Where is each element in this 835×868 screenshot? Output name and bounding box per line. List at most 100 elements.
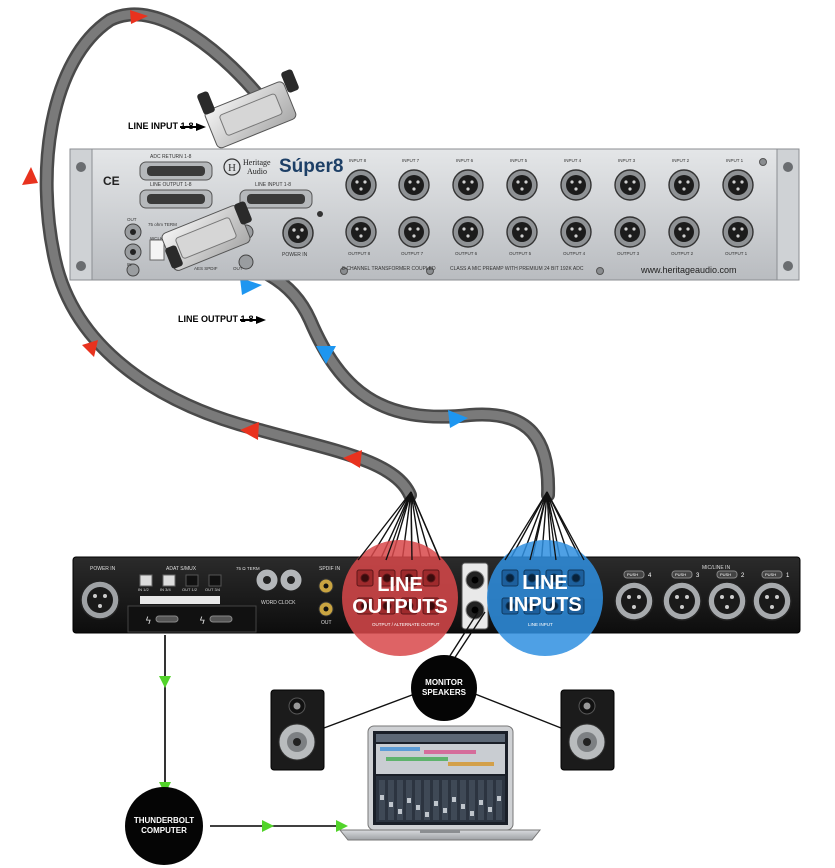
mic-line-xlr[interactable] bbox=[707, 570, 747, 621]
super8-output-label: OUTPUT 4 bbox=[563, 251, 586, 256]
daw-channel-strip bbox=[442, 780, 448, 820]
daw-fader-cap bbox=[425, 812, 429, 817]
daw-channel-strip bbox=[487, 780, 493, 820]
daw-fader-cap bbox=[443, 808, 447, 813]
thunderbolt-computer-label: THUNDERBOLT COMPUTER bbox=[125, 816, 203, 836]
super8-output-xlr[interactable] bbox=[560, 216, 592, 248]
clock-label-in: IN bbox=[127, 262, 132, 267]
line-output-jack[interactable] bbox=[378, 597, 396, 615]
line-input-jack[interactable] bbox=[545, 569, 563, 587]
line-output-jack[interactable] bbox=[400, 597, 418, 615]
line-output-jack[interactable] bbox=[422, 597, 440, 615]
super8-input-xlr[interactable] bbox=[668, 169, 700, 201]
line-input-dsub[interactable] bbox=[239, 189, 313, 209]
super8-output-xlr[interactable] bbox=[668, 216, 700, 248]
line-output-jack[interactable] bbox=[378, 569, 396, 587]
line-output-callout: LINE OUTPUT 1-8 bbox=[178, 314, 254, 324]
line-input-callout: LINE INPUT 1-8 bbox=[128, 121, 194, 131]
super8-output-xlr[interactable] bbox=[506, 216, 538, 248]
heritage-logo-icon: H bbox=[223, 158, 241, 176]
daw-channel-strip bbox=[433, 780, 439, 820]
daw-channel-strip bbox=[388, 780, 394, 820]
wordclock-bnc-connectors[interactable] bbox=[124, 223, 142, 277]
super8-output-xlr[interactable] bbox=[452, 216, 484, 248]
daw-fader-cap bbox=[497, 796, 501, 801]
super8-input-xlr[interactable] bbox=[398, 169, 430, 201]
adc-return-dsub[interactable] bbox=[139, 161, 213, 181]
mic-channel-number: 1 bbox=[786, 573, 790, 579]
line-input-jack[interactable] bbox=[523, 597, 541, 615]
laptop-computer bbox=[338, 725, 542, 841]
adat-port-2: IN 3/4 bbox=[160, 587, 171, 592]
thunderbolt-computer-line1: THUNDERBOLT bbox=[133, 816, 195, 825]
daw-channel-strip bbox=[415, 780, 421, 820]
monitor-output-jacks[interactable] bbox=[461, 562, 489, 630]
super8-input-xlr[interactable] bbox=[452, 169, 484, 201]
mic-pad-label: PUSH bbox=[720, 572, 732, 577]
line-output-jack[interactable] bbox=[400, 569, 418, 587]
spdif-out-label: OUT bbox=[321, 620, 332, 626]
word-clock-label: WORD CLOCK bbox=[261, 600, 296, 606]
line-input-jack[interactable] bbox=[567, 569, 585, 587]
super8-line-input-label: LINE INPUT 1-8 bbox=[255, 182, 292, 188]
super8-input-xlr[interactable] bbox=[614, 169, 646, 201]
line-input-jack[interactable] bbox=[567, 597, 585, 615]
super8-output-xlr[interactable] bbox=[722, 216, 754, 248]
daw-channel-strip bbox=[397, 780, 403, 820]
mic-line-xlr[interactable] bbox=[752, 570, 792, 621]
input-sub-label: LINE INPUT bbox=[528, 622, 553, 627]
super8-output-xlr[interactable] bbox=[398, 216, 430, 248]
power-in-connector[interactable] bbox=[282, 217, 314, 249]
adat-port-1: IN 1/2 bbox=[138, 587, 149, 592]
daw-screen bbox=[376, 734, 505, 822]
thunderbolt-computer-badge bbox=[125, 787, 203, 865]
interface-power-connector[interactable] bbox=[80, 580, 120, 620]
mic-pad-label: PUSH bbox=[675, 572, 687, 577]
line-output-jack[interactable] bbox=[356, 569, 374, 587]
super8-input-xlr[interactable] bbox=[345, 169, 377, 201]
svg-text:ϟ: ϟ bbox=[145, 616, 152, 627]
daw-fader-cap bbox=[488, 807, 492, 812]
mic-line-xlr[interactable] bbox=[614, 570, 654, 621]
line-inputs-label-line1: LINE bbox=[522, 572, 568, 594]
super8-input-xlr[interactable] bbox=[506, 169, 538, 201]
line-outputs-label: LINE OUTPUTS bbox=[342, 574, 458, 618]
spdif-rca-connectors[interactable] bbox=[318, 578, 334, 617]
line-outputs-label-line2: OUTPUTS bbox=[352, 596, 448, 618]
line-output-dsub[interactable] bbox=[139, 189, 213, 209]
super8-input-label: INPUT 6 bbox=[456, 158, 474, 163]
adat-ports[interactable] bbox=[139, 574, 222, 587]
line-input-jack[interactable] bbox=[501, 597, 519, 615]
super8-output-xlr[interactable] bbox=[345, 216, 377, 248]
monitor-speakers-label: MONITOR SPEAKERS bbox=[411, 678, 477, 698]
line-input-jack[interactable] bbox=[501, 569, 519, 587]
mic-channel-number: 3 bbox=[696, 573, 700, 579]
daw-fader-cap bbox=[461, 804, 465, 809]
super8-input-label: INPUT 5 bbox=[510, 158, 528, 163]
monitor-speakers-badge bbox=[411, 655, 477, 721]
label-arrows bbox=[180, 123, 266, 324]
super8-output-xlr[interactable] bbox=[614, 216, 646, 248]
wordclock-bnc[interactable] bbox=[255, 568, 303, 592]
red-arrows bbox=[22, 10, 362, 468]
mic-line-xlr[interactable] bbox=[662, 570, 702, 621]
speaker-wires bbox=[323, 611, 562, 729]
super8-output-label: OUTPUT 5 bbox=[509, 251, 532, 256]
super8-input-xlr[interactable] bbox=[560, 169, 592, 201]
daw-fader-cap bbox=[452, 797, 456, 802]
thunderbolt-card[interactable]: ϟ ϟ bbox=[127, 605, 257, 633]
super8-output-label: OUTPUT 3 bbox=[617, 251, 640, 256]
super8-input-xlr[interactable] bbox=[722, 169, 754, 201]
monitor-speakers-line2: SPEAKERS bbox=[421, 688, 466, 697]
thunderbolt-computer-line2: COMPUTER bbox=[141, 826, 187, 835]
clock-label-out: OUT bbox=[127, 217, 137, 222]
daw-fader-cap bbox=[434, 801, 438, 806]
spdif-in-label: SPDIF IN bbox=[319, 566, 341, 572]
line-output-jack[interactable] bbox=[356, 597, 374, 615]
line-input-jack[interactable] bbox=[545, 597, 563, 615]
line-input-jack[interactable] bbox=[523, 569, 541, 587]
line-output-jack[interactable] bbox=[422, 569, 440, 587]
thunderbolt-link bbox=[164, 635, 345, 827]
monitor-speaker-right bbox=[560, 689, 615, 771]
super8-input-label: INPUT 3 bbox=[618, 158, 636, 163]
